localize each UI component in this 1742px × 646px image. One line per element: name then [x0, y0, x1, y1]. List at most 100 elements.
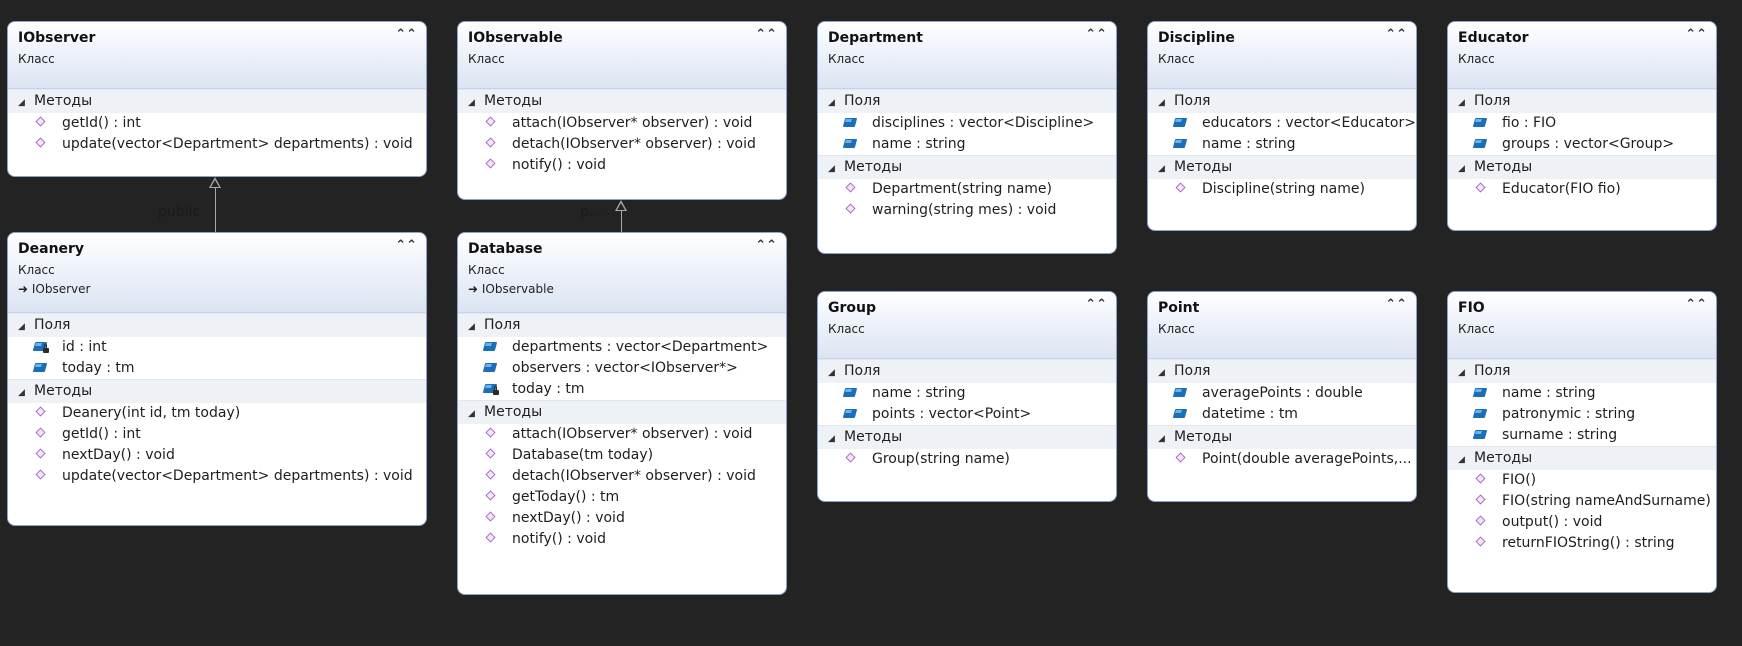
- methods-section-header[interactable]: ◢Методы: [1148, 155, 1416, 179]
- fields-section-header[interactable]: ◢Поля: [1148, 359, 1416, 383]
- expand-triangle-icon[interactable]: ◢: [468, 409, 475, 419]
- class-fio[interactable]: FIO Класс ⌃⌃ ◢Поля name : string patrony…: [1447, 291, 1717, 593]
- fields-section-header[interactable]: ◢Поля: [1448, 89, 1716, 113]
- collapse-chevron-icon[interactable]: ⌃⌃: [755, 27, 777, 42]
- method-item[interactable]: FIO(): [1448, 470, 1716, 491]
- method-item[interactable]: notify() : void: [458, 155, 786, 176]
- methods-section-header[interactable]: ◢Методы: [8, 89, 426, 113]
- fields-section-header[interactable]: ◢Поля: [818, 89, 1116, 113]
- expand-triangle-icon[interactable]: ◢: [1158, 434, 1165, 444]
- method-item[interactable]: Educator(FIO fio): [1448, 179, 1716, 200]
- class-header[interactable]: Point Класс ⌃⌃: [1148, 292, 1416, 359]
- collapse-chevron-icon[interactable]: ⌃⌃: [1085, 297, 1107, 312]
- fields-section-header[interactable]: ◢Поля: [1148, 89, 1416, 113]
- method-item[interactable]: notify() : void: [458, 529, 786, 550]
- class-header[interactable]: FIO Класс ⌃⌃: [1448, 292, 1716, 359]
- field-item[interactable]: educators : vector<Educator>: [1148, 113, 1416, 134]
- expand-triangle-icon[interactable]: ◢: [1158, 164, 1165, 174]
- collapse-chevron-icon[interactable]: ⌃⌃: [1685, 27, 1707, 42]
- collapse-chevron-icon[interactable]: ⌃⌃: [1685, 297, 1707, 312]
- method-item[interactable]: getId() : int: [8, 113, 426, 134]
- class-header[interactable]: Database Класс ➜ IObservable ⌃⌃: [458, 233, 786, 313]
- methods-section-header[interactable]: ◢Методы: [8, 379, 426, 403]
- class-header[interactable]: Deanery Класс ➜ IObserver ⌃⌃: [8, 233, 426, 313]
- field-item[interactable]: name : string: [1448, 383, 1716, 404]
- field-item[interactable]: today : tm: [458, 379, 786, 400]
- class-database[interactable]: Database Класс ➜ IObservable ⌃⌃ ◢Поля de…: [457, 232, 787, 595]
- field-item[interactable]: groups : vector<Group>: [1448, 134, 1716, 155]
- class-header[interactable]: IObserver Класс ⌃⌃: [8, 22, 426, 89]
- method-item[interactable]: getId() : int: [8, 424, 426, 445]
- fields-section-header[interactable]: ◢Поля: [8, 313, 426, 337]
- fields-section-header[interactable]: ◢Поля: [818, 359, 1116, 383]
- field-item[interactable]: fio : FIO: [1448, 113, 1716, 134]
- field-item[interactable]: name : string: [1148, 134, 1416, 155]
- expand-triangle-icon[interactable]: ◢: [1458, 368, 1465, 378]
- fields-section-header[interactable]: ◢Поля: [1448, 359, 1716, 383]
- fields-section-header[interactable]: ◢Поля: [458, 313, 786, 337]
- expand-triangle-icon[interactable]: ◢: [828, 98, 835, 108]
- expand-triangle-icon[interactable]: ◢: [18, 322, 25, 332]
- field-item[interactable]: surname : string: [1448, 425, 1716, 446]
- class-department[interactable]: Department Класс ⌃⌃ ◢Поля disciplines : …: [817, 21, 1117, 254]
- expand-triangle-icon[interactable]: ◢: [828, 164, 835, 174]
- class-header[interactable]: Group Класс ⌃⌃: [818, 292, 1116, 359]
- method-item[interactable]: nextDay() : void: [8, 445, 426, 466]
- collapse-chevron-icon[interactable]: ⌃⌃: [1385, 297, 1407, 312]
- field-item[interactable]: disciplines : vector<Discipline>: [818, 113, 1116, 134]
- field-item[interactable]: patronymic : string: [1448, 404, 1716, 425]
- field-item[interactable]: id : int: [8, 337, 426, 358]
- method-item[interactable]: nextDay() : void: [458, 508, 786, 529]
- expand-triangle-icon[interactable]: ◢: [1158, 368, 1165, 378]
- method-item[interactable]: output() : void: [1448, 512, 1716, 533]
- method-item[interactable]: Discipline(string name): [1148, 179, 1416, 200]
- field-item[interactable]: today : tm: [8, 358, 426, 379]
- method-item[interactable]: update(vector<Department> departments) :…: [8, 466, 426, 487]
- methods-section-header[interactable]: ◢Методы: [818, 425, 1116, 449]
- field-item[interactable]: name : string: [818, 383, 1116, 404]
- method-item[interactable]: Deanery(int id, tm today): [8, 403, 426, 424]
- class-iobservable[interactable]: IObservable Класс ⌃⌃ ◢Методы attach(IObs…: [457, 21, 787, 200]
- class-header[interactable]: IObservable Класс ⌃⌃: [458, 22, 786, 89]
- methods-section-header[interactable]: ◢Методы: [818, 155, 1116, 179]
- method-item[interactable]: Group(string name): [818, 449, 1116, 470]
- expand-triangle-icon[interactable]: ◢: [1458, 98, 1465, 108]
- class-header[interactable]: Department Класс ⌃⌃: [818, 22, 1116, 89]
- method-item[interactable]: Database(tm today): [458, 445, 786, 466]
- expand-triangle-icon[interactable]: ◢: [18, 98, 25, 108]
- methods-section-header[interactable]: ◢Методы: [458, 89, 786, 113]
- field-item[interactable]: averagePoints : double: [1148, 383, 1416, 404]
- class-point[interactable]: Point Класс ⌃⌃ ◢Поля averagePoints : dou…: [1147, 291, 1417, 502]
- collapse-chevron-icon[interactable]: ⌃⌃: [1085, 27, 1107, 42]
- collapse-chevron-icon[interactable]: ⌃⌃: [395, 238, 417, 253]
- class-iobserver[interactable]: IObserver Класс ⌃⌃ ◢Методы getId() : int…: [7, 21, 427, 177]
- method-item[interactable]: getToday() : tm: [458, 487, 786, 508]
- field-item[interactable]: name : string: [818, 134, 1116, 155]
- field-item[interactable]: departments : vector<Department>: [458, 337, 786, 358]
- expand-triangle-icon[interactable]: ◢: [468, 98, 475, 108]
- methods-section-header[interactable]: ◢Методы: [1448, 155, 1716, 179]
- expand-triangle-icon[interactable]: ◢: [828, 434, 835, 444]
- field-item[interactable]: points : vector<Point>: [818, 404, 1116, 425]
- collapse-chevron-icon[interactable]: ⌃⌃: [1385, 27, 1407, 42]
- methods-section-header[interactable]: ◢Методы: [1448, 446, 1716, 470]
- class-discipline[interactable]: Discipline Класс ⌃⌃ ◢Поля educators : ve…: [1147, 21, 1417, 231]
- expand-triangle-icon[interactable]: ◢: [18, 388, 25, 398]
- method-item[interactable]: returnFIOString() : string: [1448, 533, 1716, 554]
- method-item[interactable]: detach(IObserver* observer) : void: [458, 466, 786, 487]
- method-item[interactable]: attach(IObserver* observer) : void: [458, 113, 786, 134]
- method-item[interactable]: detach(IObserver* observer) : void: [458, 134, 786, 155]
- expand-triangle-icon[interactable]: ◢: [1458, 455, 1465, 465]
- method-item[interactable]: warning(string mes) : void: [818, 200, 1116, 221]
- method-item[interactable]: attach(IObserver* observer) : void: [458, 424, 786, 445]
- expand-triangle-icon[interactable]: ◢: [828, 368, 835, 378]
- methods-section-header[interactable]: ◢Методы: [458, 400, 786, 424]
- method-item[interactable]: FIO(string nameAndSurname): [1448, 491, 1716, 512]
- field-item[interactable]: datetime : tm: [1148, 404, 1416, 425]
- methods-section-header[interactable]: ◢Методы: [1148, 425, 1416, 449]
- class-deanery[interactable]: Deanery Класс ➜ IObserver ⌃⌃ ◢Поля id : …: [7, 232, 427, 526]
- method-item[interactable]: Point(double averagePoints,...: [1148, 449, 1416, 470]
- class-educator[interactable]: Educator Класс ⌃⌃ ◢Поля fio : FIO groups…: [1447, 21, 1717, 231]
- expand-triangle-icon[interactable]: ◢: [1458, 164, 1465, 174]
- field-item[interactable]: observers : vector<IObserver*>: [458, 358, 786, 379]
